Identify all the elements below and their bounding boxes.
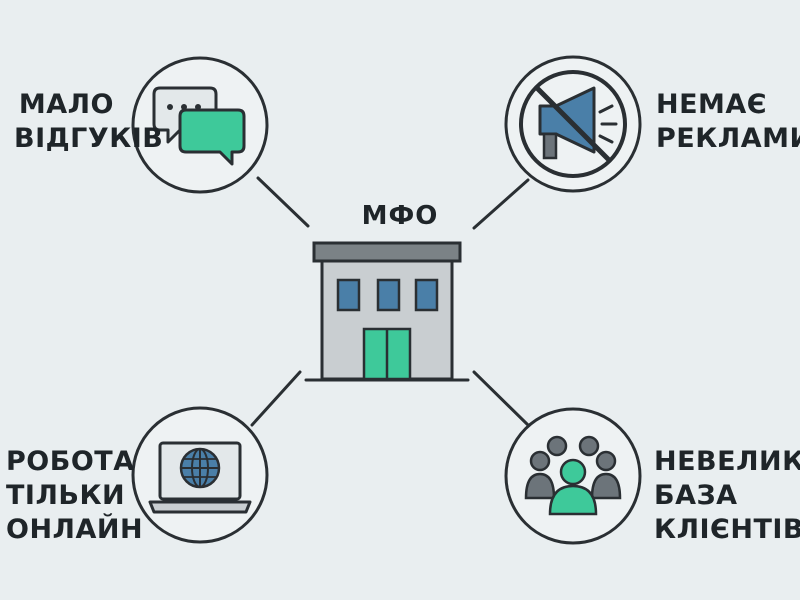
people-group-icon <box>524 435 622 516</box>
label-line: БАЗА <box>654 480 738 511</box>
label-top-left: МАЛО ВІДГУКІВ <box>14 88 164 156</box>
center-title: МФО <box>361 201 439 231</box>
connector-top-right <box>472 178 530 230</box>
label-bottom-right: НЕВЕЛИКА БАЗА КЛІЄНТІВ <box>654 445 800 547</box>
no-advertising-icon <box>519 70 627 178</box>
label-line: НЕМАЄ <box>656 89 768 120</box>
label-line: ТІЛЬКИ <box>6 480 126 511</box>
building-icon <box>304 241 470 382</box>
label-top-right: НЕМАЄ РЕКЛАМИ <box>656 88 800 156</box>
connector-lines <box>250 176 530 427</box>
label-line: ОНЛАЙН <box>6 514 144 545</box>
node-top-left <box>131 56 269 194</box>
connector-bottom-left <box>250 370 302 427</box>
node-bottom-right <box>504 407 642 545</box>
label-line: РЕКЛАМИ <box>656 123 800 154</box>
connector-top-left <box>256 176 310 228</box>
laptop-globe-icon <box>148 441 252 514</box>
node-bottom-left <box>131 406 269 544</box>
label-line: МАЛО <box>18 89 114 120</box>
chat-bubbles-icon <box>152 86 246 166</box>
connector-bottom-right <box>472 370 530 427</box>
label-line: НЕВЕЛИКА <box>654 446 800 477</box>
node-top-right <box>504 55 642 193</box>
label-line: ВІДГУКІВ <box>14 123 164 154</box>
label-line: РОБОТА <box>6 446 135 477</box>
label-bottom-left: РОБОТА ТІЛЬКИ ОНЛАЙН <box>6 445 144 547</box>
label-line: КЛІЄНТІВ <box>654 514 800 545</box>
